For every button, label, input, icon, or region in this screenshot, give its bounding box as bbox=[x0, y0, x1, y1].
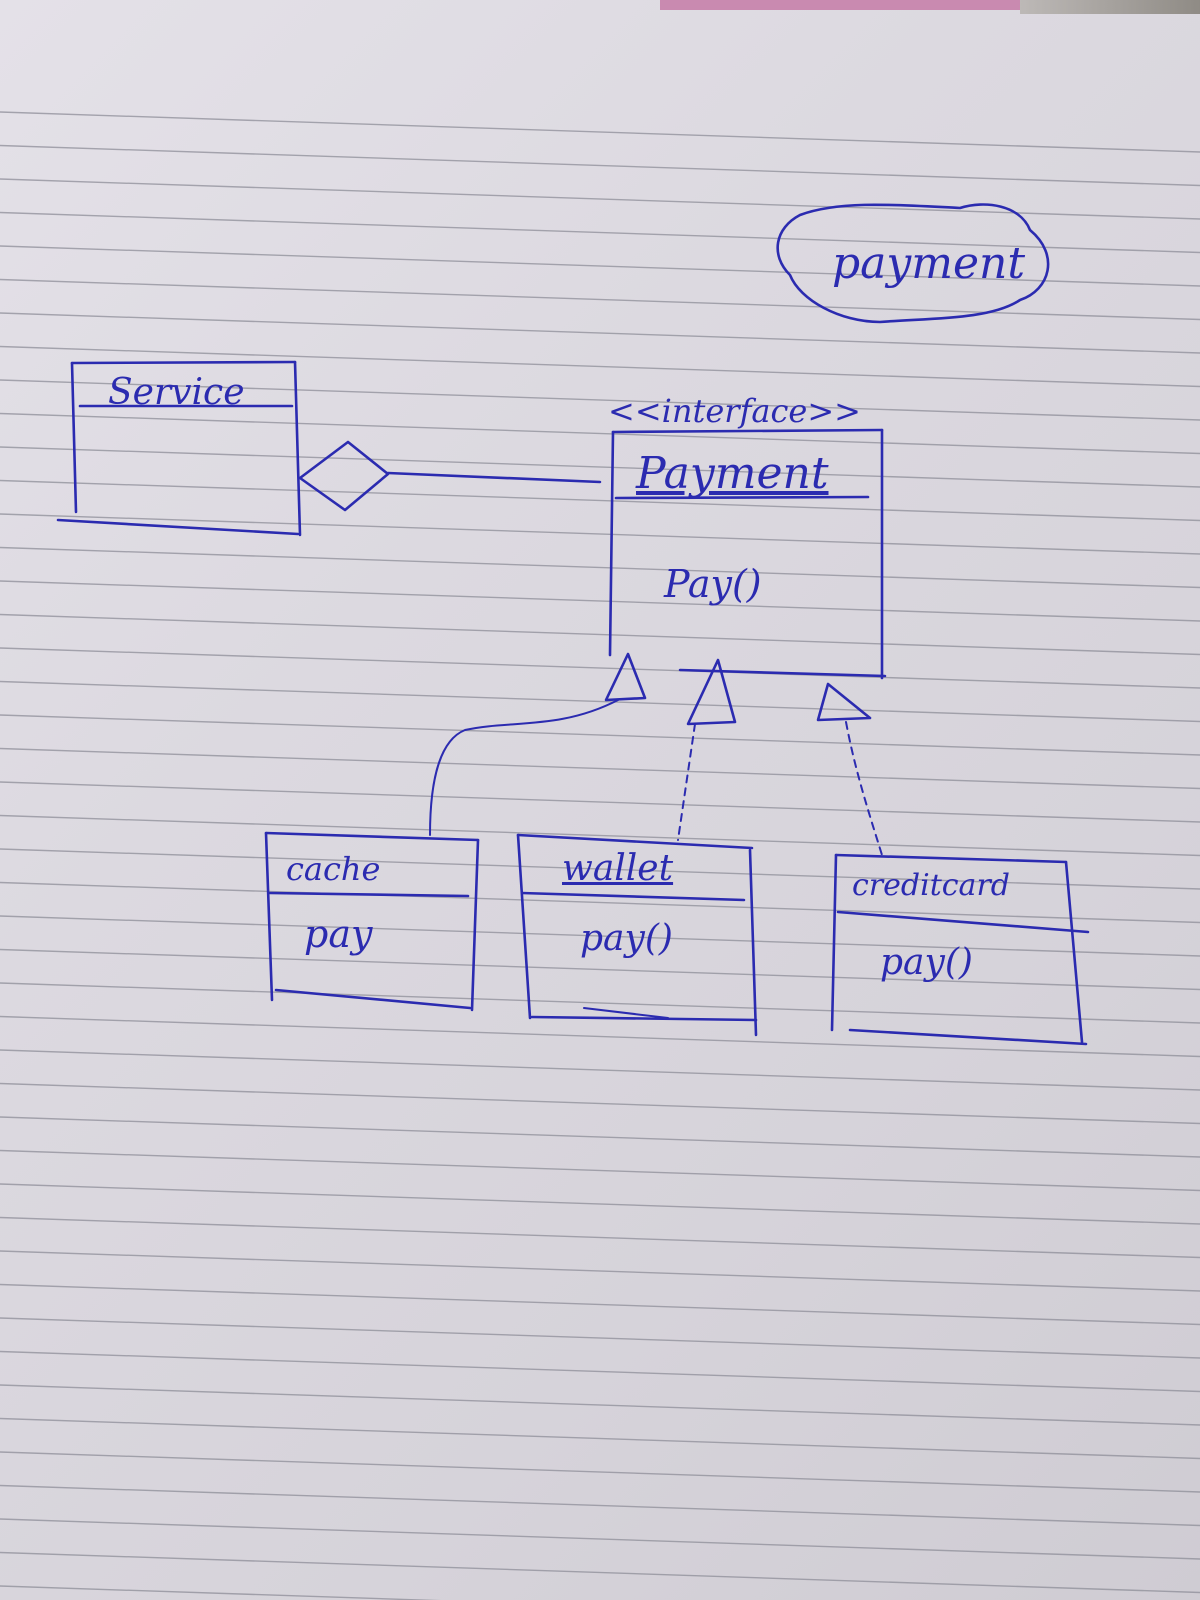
ruled-line bbox=[0, 546, 1200, 589]
ruled-line bbox=[0, 1250, 1200, 1292]
ruled-lines bbox=[0, 111, 1200, 1600]
ruled-line bbox=[0, 379, 1200, 421]
creditcard-class-name: creditcard bbox=[852, 868, 1010, 903]
ruled-line bbox=[0, 412, 1200, 455]
ruled-line bbox=[0, 1384, 1200, 1426]
ruled-line bbox=[0, 312, 1200, 354]
ruled-line bbox=[0, 1350, 1200, 1393]
ruled-line bbox=[0, 1216, 1200, 1259]
ruled-line bbox=[0, 915, 1200, 957]
ruled-line bbox=[0, 1183, 1200, 1225]
ruled-line bbox=[0, 1317, 1200, 1359]
ruled-line bbox=[0, 1015, 1200, 1058]
ruled-line bbox=[0, 580, 1200, 622]
ruled-line bbox=[0, 1518, 1200, 1560]
ruled-line bbox=[0, 781, 1200, 823]
cloud-label: payment bbox=[832, 238, 1026, 289]
ruled-line bbox=[0, 1283, 1200, 1326]
service-class-box bbox=[56, 360, 302, 537]
ruled-line bbox=[0, 479, 1200, 522]
ruled-line bbox=[0, 1082, 1200, 1125]
ruled-line bbox=[0, 747, 1200, 790]
ruled-line bbox=[0, 948, 1200, 991]
creditcard-class-box bbox=[830, 853, 1090, 1046]
realization-arrowheads bbox=[604, 652, 872, 726]
ruled-line bbox=[0, 680, 1200, 723]
cache-method: pay bbox=[304, 912, 373, 956]
ruled-line bbox=[0, 178, 1200, 220]
ruled-line bbox=[0, 278, 1200, 321]
wallet-method: pay() bbox=[580, 918, 673, 959]
ruled-line bbox=[0, 345, 1200, 388]
ruled-line bbox=[0, 245, 1200, 287]
realization-connectors bbox=[429, 699, 883, 856]
ruled-line bbox=[0, 1116, 1200, 1158]
ruled-line bbox=[0, 1149, 1200, 1192]
ruled-line bbox=[0, 211, 1200, 254]
ruled-line bbox=[0, 814, 1200, 857]
payment-interface-box bbox=[608, 428, 887, 680]
ruled-line bbox=[0, 881, 1200, 924]
ruled-line bbox=[0, 513, 1200, 555]
interface-stereotype: <<interface>> bbox=[608, 392, 861, 430]
ruled-line bbox=[0, 647, 1200, 689]
ruled-line bbox=[0, 1049, 1200, 1091]
ruled-line bbox=[0, 1451, 1200, 1493]
wallet-class-name: wallet bbox=[562, 848, 674, 889]
ruled-line bbox=[0, 848, 1200, 890]
ruled-line bbox=[0, 111, 1200, 153]
ruled-line bbox=[0, 144, 1200, 187]
ruled-line bbox=[0, 714, 1200, 756]
creditcard-method: pay() bbox=[880, 942, 973, 983]
cache-class-name: cache bbox=[286, 850, 381, 888]
ruled-line bbox=[0, 1417, 1200, 1460]
wallet-class-box bbox=[516, 833, 758, 1037]
ruled-line bbox=[0, 1585, 442, 1600]
interface-class-name: Payment bbox=[636, 448, 829, 499]
cache-class-box bbox=[264, 831, 480, 1012]
cloud-outline bbox=[776, 203, 1050, 324]
ruled-line bbox=[0, 1484, 1200, 1527]
ruled-line bbox=[0, 613, 1200, 656]
ruled-line bbox=[0, 982, 1200, 1024]
pink-paper-edge bbox=[660, 0, 1020, 10]
desk-corner bbox=[1020, 0, 1200, 14]
service-class-name: Service bbox=[108, 372, 245, 413]
interface-method: Pay() bbox=[664, 562, 762, 606]
ruled-line bbox=[0, 1551, 1200, 1594]
aggregation-association bbox=[298, 440, 602, 512]
ruled-line bbox=[0, 446, 1200, 488]
